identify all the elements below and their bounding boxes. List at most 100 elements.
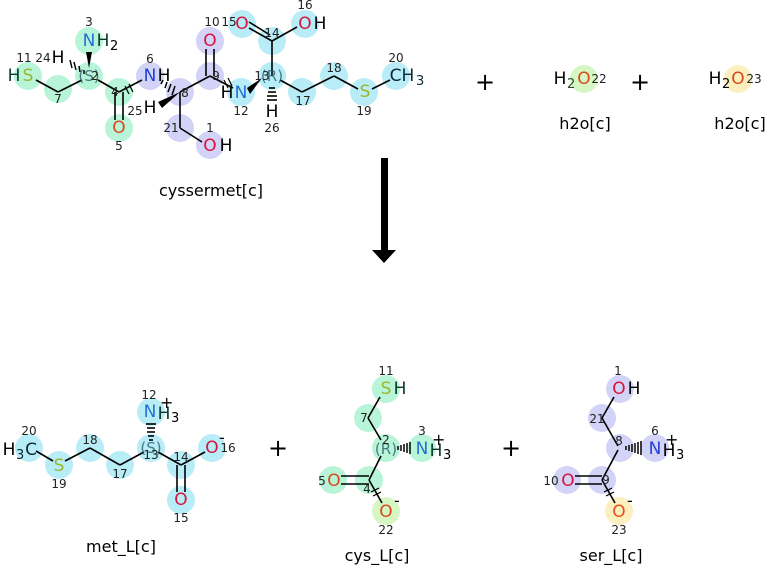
atom-n6: N <box>649 439 662 459</box>
charge-n3: + <box>432 430 445 449</box>
atom-index-25: 25 <box>127 104 142 118</box>
molecule-label-met-l: met_L[c] <box>86 537 156 557</box>
atom-o1: O <box>612 379 625 399</box>
atom-index-16: 16 <box>297 0 312 12</box>
atom-index-8: 8 <box>615 434 623 448</box>
atom-o10: O <box>561 471 574 491</box>
charge-n12: + <box>160 393 173 412</box>
atom-h24: H <box>52 48 65 68</box>
atom-index-15: 15 <box>173 511 188 525</box>
plus-sign: + <box>475 68 495 96</box>
plus-sign: + <box>501 434 521 462</box>
atom-o16: O <box>298 14 311 34</box>
atom-index-19: 19 <box>51 477 66 491</box>
atom-labels-met-l: H 3 C 20 S 19 18 17 (S) 13 N H 3 + 12 14… <box>3 388 236 525</box>
atom-o1-h: H <box>628 379 641 399</box>
atom-index-6: 6 <box>651 424 659 438</box>
atom-index-7: 7 <box>54 92 62 106</box>
atom-h25: H <box>144 98 157 118</box>
atom-n3: N <box>83 31 96 51</box>
charge-o23: - <box>627 491 633 510</box>
atom-index-17: 17 <box>112 467 127 481</box>
atom-s11: S <box>23 66 34 86</box>
atom-o15: O <box>235 14 248 34</box>
atom-o22: O <box>379 502 392 522</box>
atom-highlight-o23 <box>724 65 752 93</box>
atom-index-8: 8 <box>181 86 189 100</box>
atom-index-3: 3 <box>85 15 93 29</box>
atom-index-23: 23 <box>611 523 626 537</box>
atom-labels-ser-l: O H 1 21 8 N H 3 + 6 9 O 10 O - 23 <box>543 364 684 537</box>
bonds-cys-l <box>341 396 411 504</box>
atom-index-4: 4 <box>363 482 371 496</box>
atom-index-19: 19 <box>356 104 371 118</box>
atom-index-22: 22 <box>591 72 606 86</box>
atom-index-1: 1 <box>206 121 214 135</box>
atom-s11: S <box>381 379 392 399</box>
atom-c20-h: H <box>3 440 16 460</box>
atom-c20-sub: 3 <box>16 448 24 463</box>
atom-index-5: 5 <box>318 474 326 488</box>
plus-sign: + <box>630 68 650 96</box>
atom-s11-h: H <box>394 379 407 399</box>
atom-index-18: 18 <box>326 61 341 75</box>
bonds-met-l <box>35 423 206 492</box>
atom-highlights-met-l <box>15 398 226 514</box>
atom-n12-h: H <box>158 404 171 424</box>
atom-n12: N <box>235 83 248 103</box>
atom-o23: O <box>731 69 744 89</box>
atom-index-11: 11 <box>378 364 393 378</box>
atom-index-12: 12 <box>233 104 248 118</box>
atom-highlights-ser-l <box>553 375 669 494</box>
molecule-h2o-2: H 2 O 23 h2o[c] <box>709 65 766 133</box>
atom-n12-sub: 3 <box>171 411 179 426</box>
atom-n3-sub: 3 <box>443 448 451 463</box>
atom-index-24: 24 <box>35 51 50 65</box>
atom-index-1: 1 <box>614 364 622 378</box>
atom-index-18: 18 <box>82 433 97 447</box>
molecule-label-ser-l: ser_L[c] <box>580 546 643 566</box>
atom-c20-sub: 3 <box>416 74 424 89</box>
atom-o16: O <box>205 438 218 458</box>
atom-index-17: 17 <box>295 94 310 108</box>
molecule-label-cys-l: cys_L[c] <box>345 546 410 566</box>
atom-n3-h: H <box>97 31 110 51</box>
atom-index-10: 10 <box>204 15 219 29</box>
atom-o5: O <box>112 118 125 138</box>
atom-n6: N <box>144 66 157 86</box>
atom-o23: O <box>612 502 625 522</box>
atom-index-13: 13 <box>143 448 158 462</box>
atom-highlight-o22 <box>372 497 400 525</box>
atom-labels-cys-l: S H 11 7 (R) 2 N H 3 + 3 4 O 5 O - 22 <box>318 364 451 537</box>
atom-index-2: 2 <box>382 433 390 447</box>
atom-index-14: 14 <box>264 26 279 40</box>
molecule-cys-l: S H 11 7 (R) 2 N H 3 + 3 4 O 5 O - 22 cy… <box>318 364 451 566</box>
atom-highlights-cys-l <box>319 375 436 494</box>
atom-highlights-cys <box>14 27 133 142</box>
atom-index-5: 5 <box>115 139 123 153</box>
atom-n3-h: H <box>430 441 443 461</box>
atom-index-21: 21 <box>589 412 604 426</box>
atom-highlight-o22 <box>570 65 598 93</box>
atom-index-10: 10 <box>543 474 558 488</box>
charge-o16: - <box>219 428 225 447</box>
atom-c20: C <box>25 440 37 460</box>
atom-o10: O <box>203 31 216 51</box>
atom-index-21: 21 <box>163 121 178 135</box>
atom-h2o-h: H <box>554 69 567 89</box>
charge-o22: - <box>394 491 400 510</box>
atom-o5: O <box>327 471 340 491</box>
atom-index-6: 6 <box>146 52 154 66</box>
charge-n6: + <box>665 430 678 449</box>
atom-n12-h: H <box>221 83 234 103</box>
atom-index-9: 9 <box>212 69 220 83</box>
atom-o1-h: H <box>220 136 233 156</box>
atom-n6-h: H <box>663 441 676 461</box>
atom-o22: O <box>577 69 590 89</box>
atom-labels-cyssermet: H S 11 7 (S) 2 N H 2 3 H 24 4 O 5 H 25 N… <box>8 0 425 156</box>
stereo-c2: (R) <box>375 440 397 458</box>
atom-n6-sub: 3 <box>676 448 684 463</box>
atom-index-7: 7 <box>360 411 368 425</box>
reaction-arrow-down-icon <box>372 158 396 263</box>
molecule-label-h2o-2: h2o[c] <box>714 114 765 133</box>
